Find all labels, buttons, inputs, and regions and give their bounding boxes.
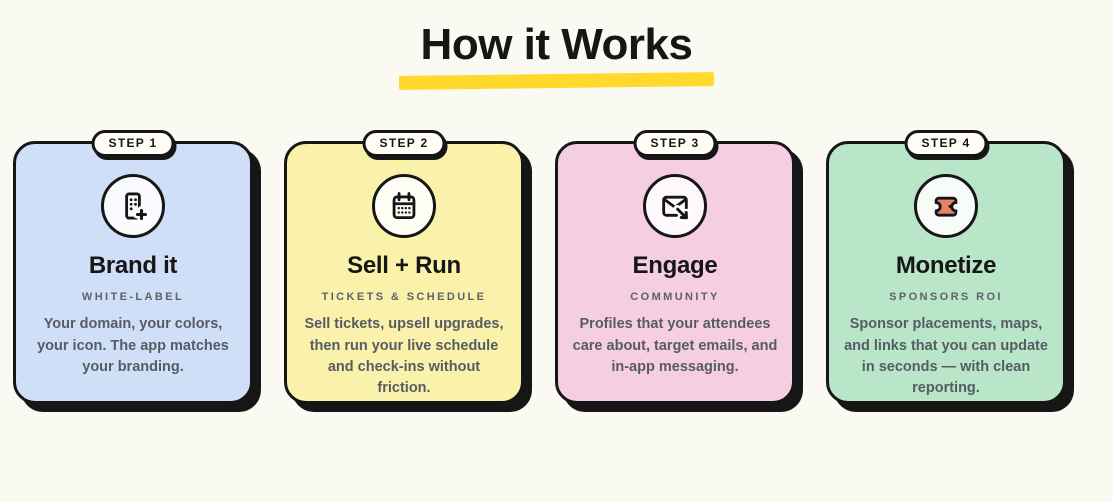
step-subtitle: SPONSORS ROI — [889, 291, 1003, 304]
step-card-sell-run: STEP 2 Sell + Run TICKETS & SCHEDULE Sel… — [284, 130, 524, 405]
steps-row: STEP 1 Brand it WHITE-LABEL Your domain,… — [0, 130, 1113, 405]
step-badge: STEP 3 — [633, 130, 717, 158]
step-description: Your domain, your colors, your icon. The… — [37, 316, 229, 375]
step-title: Sell + Run — [347, 252, 461, 280]
step-subtitle: WHITE-LABEL — [81, 291, 185, 304]
step-badge: STEP 2 — [362, 130, 446, 158]
building-plus-icon — [125, 192, 150, 224]
header-section: How it Works — [0, 0, 1113, 91]
icon-circle — [372, 174, 436, 239]
step-card-engage: STEP 3 Engage COMMUNITY Profiles that yo… — [555, 130, 795, 405]
step-description: Sponsor placements, maps, and links that… — [844, 316, 1048, 397]
icon-circle — [643, 174, 707, 239]
page-title: How it Works — [420, 20, 693, 69]
step-card-brand-it: STEP 1 Brand it WHITE-LABEL Your domain,… — [13, 130, 253, 405]
icon-circle — [101, 174, 165, 239]
title-underline — [398, 72, 715, 91]
step-subtitle: TICKETS & SCHEDULE — [321, 291, 487, 304]
step-badge: STEP 1 — [91, 130, 175, 158]
step-badge: STEP 4 — [904, 130, 988, 158]
step-title: Brand it — [88, 252, 178, 280]
mail-forward-icon — [662, 196, 691, 222]
step-description: Sell tickets, upsell upgrades, then run … — [304, 316, 504, 397]
step-card-monetize: STEP 4 Monetize SPONSORS ROI Sponsor pla… — [826, 130, 1066, 405]
step-title: Engage — [632, 252, 718, 280]
ticket-icon — [934, 197, 958, 217]
calendar-icon — [392, 192, 416, 220]
icon-circle — [914, 174, 978, 239]
step-subtitle: COMMUNITY — [630, 291, 720, 304]
step-title: Monetize — [895, 252, 997, 280]
step-description: Profiles that your attendees care about,… — [572, 316, 778, 375]
